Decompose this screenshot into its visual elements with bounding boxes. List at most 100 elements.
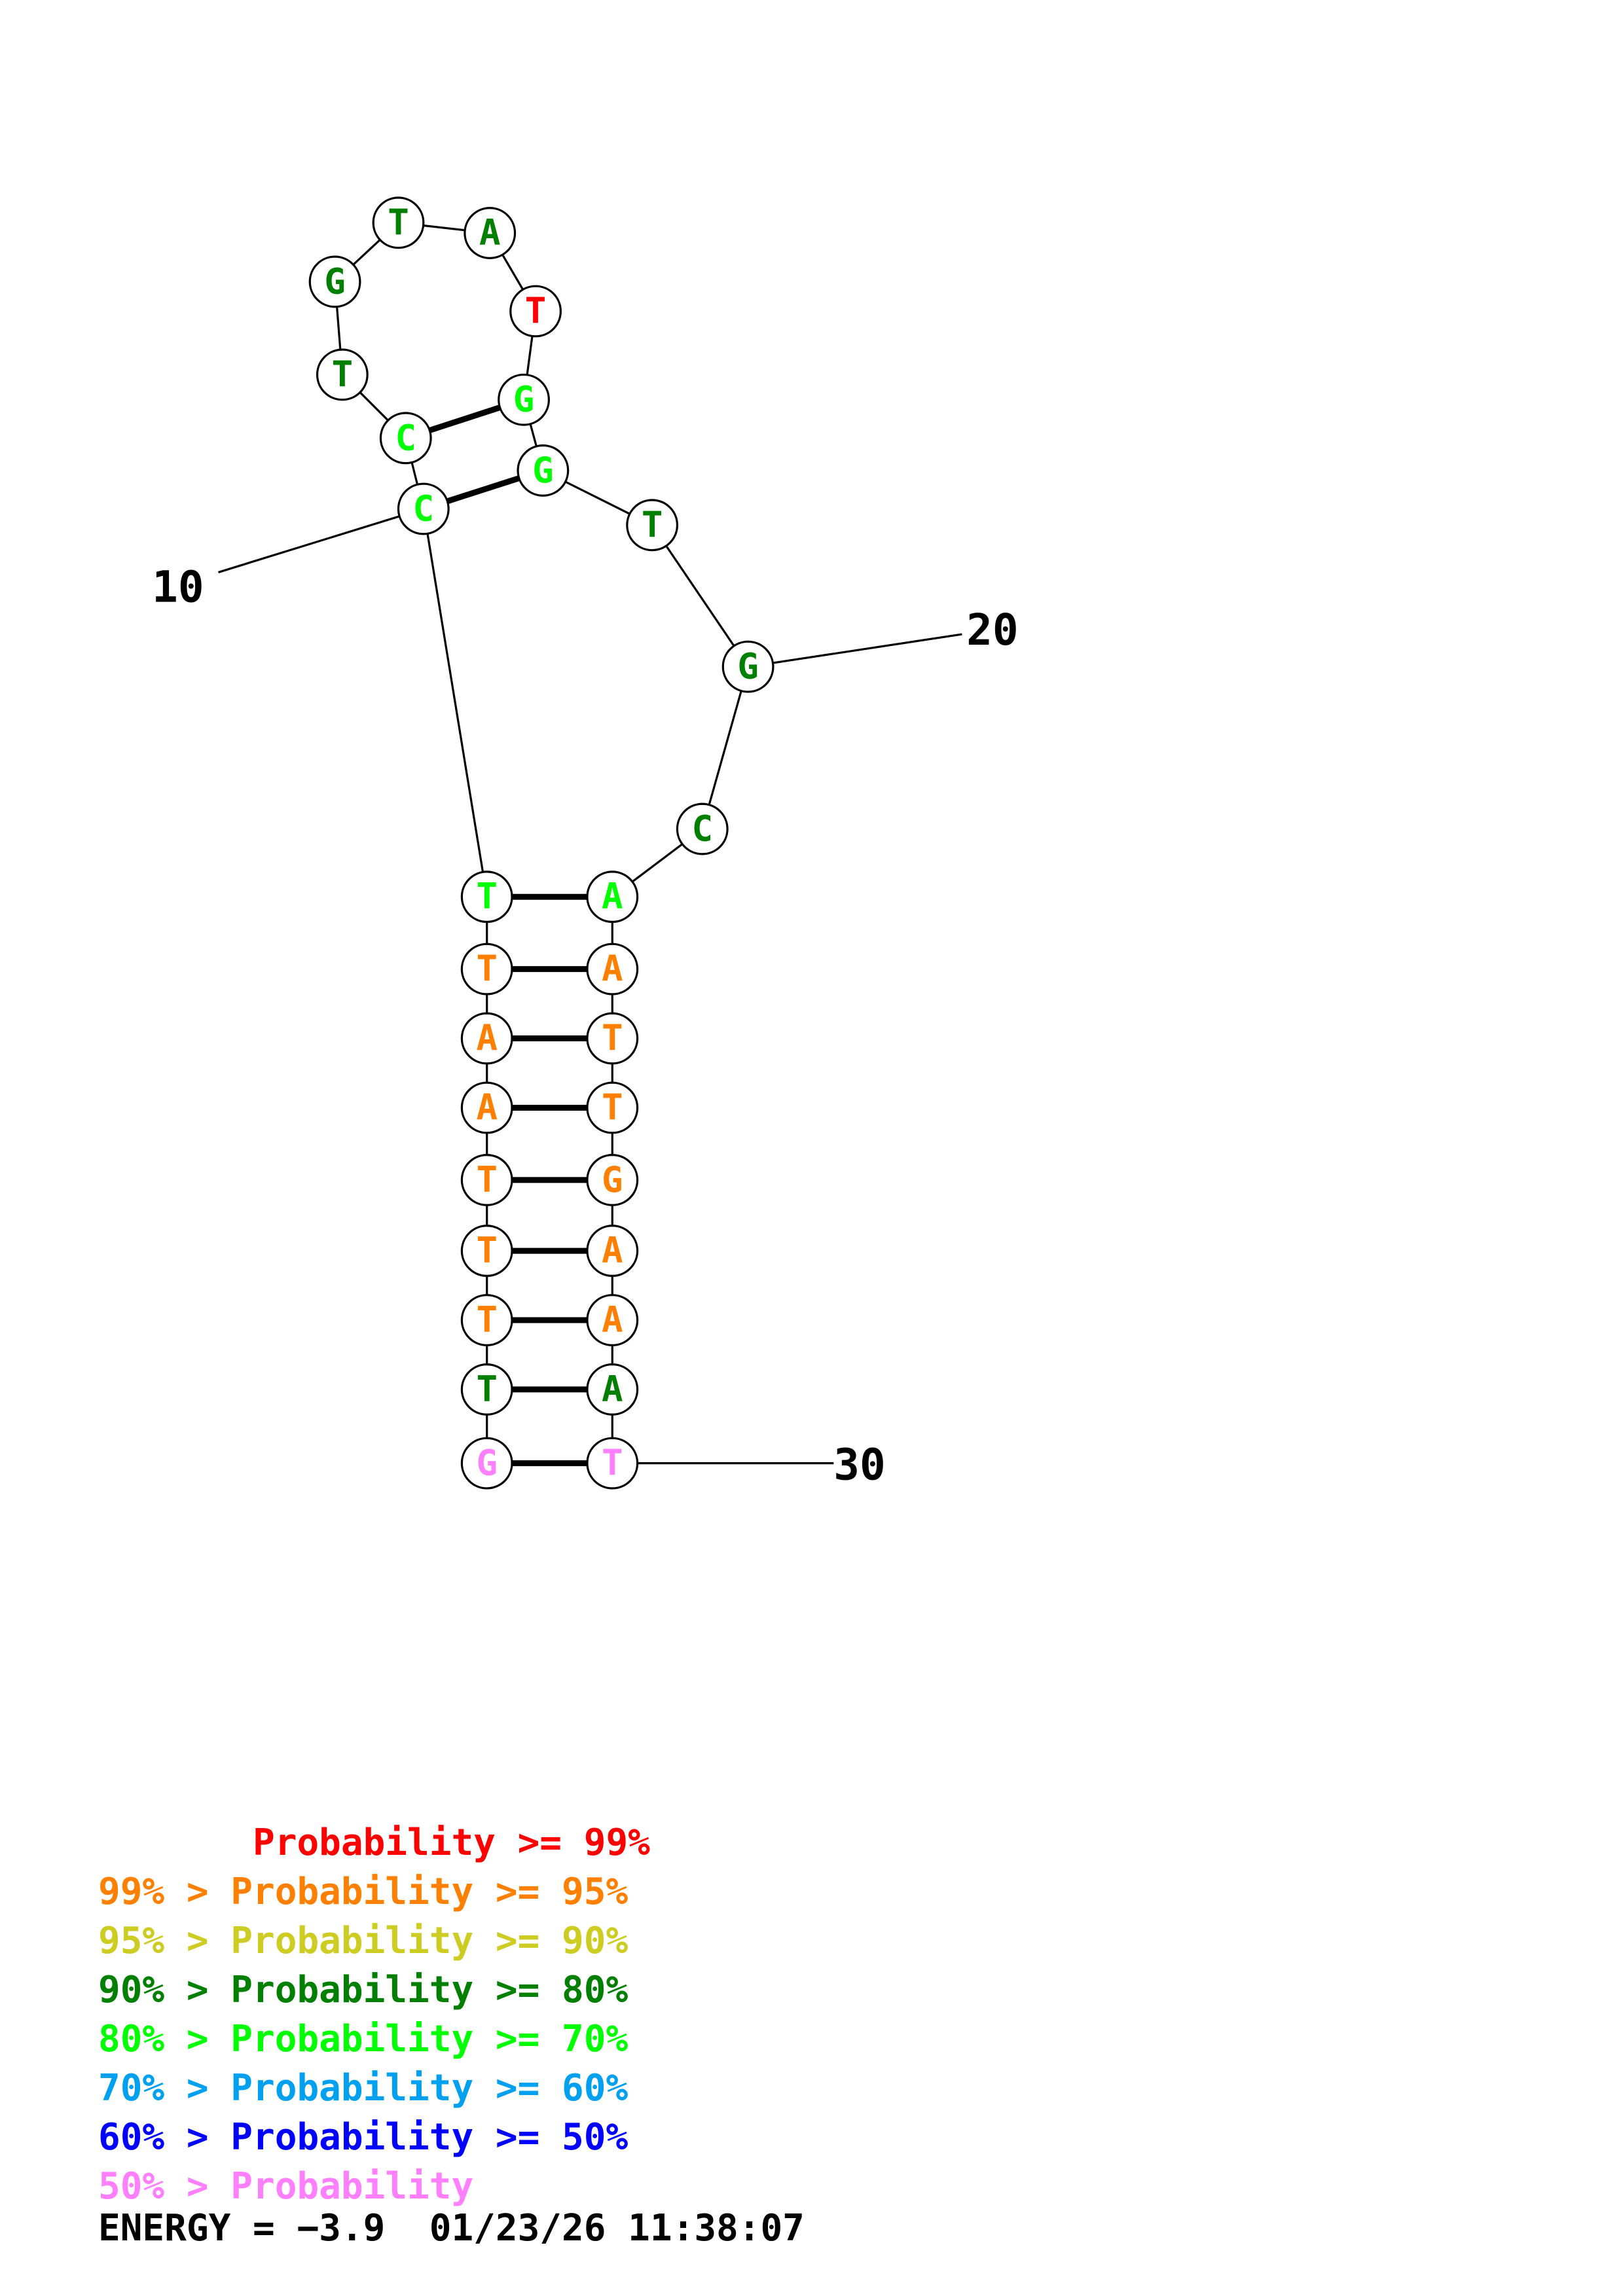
nucleotide-11: C (379, 412, 432, 465)
nucleotide-letter: G (513, 379, 535, 420)
index-label-30: 30 (833, 1439, 885, 1490)
legend-row: 60% > Probability >= 50% (98, 2113, 650, 2162)
legend-row: 90% > Probability >= 80% (98, 1965, 650, 2015)
nucleotide-1: G (460, 1437, 513, 1490)
nucleotide-letter: T (642, 504, 663, 545)
legend-text: Probability (230, 2165, 474, 2208)
base-pair-lines (428, 404, 587, 1467)
legend-prefix: 60% > (98, 2116, 231, 2159)
nucleotide-17: G (498, 373, 550, 426)
index-labels: 10 20 30 (152, 562, 1018, 1490)
nucleotide-circle (586, 1225, 639, 1277)
nucleotide-circle (509, 285, 562, 338)
nucleotide-letter: T (602, 1443, 623, 1484)
index-tick-line (748, 633, 962, 668)
nucleotide-circle (372, 196, 425, 249)
nucleotide-letter: G (476, 1443, 498, 1484)
nucleotide-28: A (586, 1294, 639, 1346)
nucleotide-circle (460, 1437, 513, 1490)
legend-prefix: 90% > (98, 1969, 231, 2011)
nucleotide-letter: G (602, 1159, 623, 1200)
nucleotide-13: G (308, 255, 361, 308)
index-label-20: 20 (966, 605, 1018, 655)
nucleotide-6: A (460, 1081, 513, 1134)
timestamp: 01/23/26 11:38:07 (429, 2207, 805, 2250)
nucleotide-circle (397, 482, 450, 535)
legend-prefix: 80% > (98, 2018, 231, 2060)
nucleotide-circle (626, 499, 679, 552)
nucleotide-letter: T (476, 948, 498, 990)
nucleotide-circle (676, 802, 729, 855)
nucleotide-4: T (460, 1225, 513, 1277)
legend-row: 99% > Probability >= 95% (98, 1867, 650, 1916)
legend-text: Probability >= 99% (253, 1821, 650, 1864)
nucleotide-letter: A (602, 1369, 623, 1410)
nucleotide-letter: T (476, 1299, 498, 1340)
nucleotide-12: T (316, 348, 369, 401)
legend-text: Probability >= 95% (230, 1871, 629, 1913)
nucleotide-letter: T (602, 1086, 623, 1128)
nucleotide-25: T (586, 1081, 639, 1134)
nucleotide-letter: A (602, 1230, 623, 1271)
index-tick-line (218, 507, 424, 573)
nucleotide-circle (316, 348, 369, 401)
nucleotide-circle (586, 1437, 639, 1490)
legend-text: Probability >= 50% (230, 2116, 629, 2159)
energy-label: ENERGY = (98, 2207, 297, 2250)
nucleotide-letter: A (602, 876, 623, 917)
probability-legend: Probability >= 99%99% > Probability >= 9… (98, 1818, 650, 2211)
nucleotide-letter: A (602, 1299, 623, 1340)
nucleotide-letter: T (476, 1369, 498, 1410)
nucleotide-14: T (372, 196, 425, 249)
nucleotide-circle (460, 1363, 513, 1416)
nucleotide-circle (586, 942, 639, 996)
nucleotide-circle (308, 255, 361, 308)
nucleotide-circle (464, 207, 517, 259)
legend-text: Probability >= 80% (230, 1969, 629, 2011)
nucleotide-letter: G (324, 260, 346, 302)
nucleotide-21: C (676, 802, 729, 855)
nucleotide-letter: C (691, 808, 713, 850)
legend-text: Probability >= 70% (230, 2018, 629, 2060)
nucleotide-letter: A (602, 948, 623, 990)
nucleotide-30: T (586, 1437, 639, 1490)
nucleotide-18: G (517, 444, 570, 497)
legend-row: 80% > Probability >= 70% (98, 2015, 650, 2064)
nucleotide-10: C (397, 482, 450, 535)
nucleotide-3: T (460, 1294, 513, 1346)
footer-spacer (385, 2207, 429, 2250)
legend-row: 70% > Probability >= 60% (98, 2064, 650, 2113)
nucleotide-letter: T (525, 291, 547, 332)
nucleotide-circle (586, 1153, 639, 1206)
legend-text: Probability >= 60% (230, 2067, 629, 2109)
nucleotide-circle (460, 1225, 513, 1277)
nucleotide-26: G (586, 1153, 639, 1206)
nucleotide-15: A (464, 207, 517, 259)
nucleotide-letter: T (602, 1018, 623, 1059)
nucleotide-circle (721, 640, 775, 693)
nucleotide-circle (586, 1363, 639, 1416)
backbone-segment (651, 524, 749, 668)
nucleotide-circle (517, 444, 570, 497)
legend-row: 95% > Probability >= 90% (98, 1916, 650, 1965)
nucleotide-circle (460, 1012, 513, 1065)
nucleotide-letter: G (737, 646, 759, 687)
nucleotide-letter: G (532, 450, 554, 491)
nucleotide-letter: T (476, 1230, 498, 1271)
nucleotide-letter: T (332, 353, 354, 395)
legend-prefix: 50% > (98, 2165, 231, 2208)
base-pair-line (428, 404, 501, 433)
nucleotide-19: T (626, 499, 679, 552)
legend-prefix: 70% > (98, 2067, 231, 2109)
backbone-segment (422, 509, 488, 897)
index-label-10: 10 (152, 562, 204, 612)
legend-prefix: 99% > (98, 1871, 231, 1913)
legend-prefix (98, 1821, 253, 1864)
energy-footer: ENERGY = −3.9 01/23/26 11:38:07 (98, 2207, 805, 2250)
nucleotide-circle (460, 942, 513, 996)
nucleotide-24: T (586, 1012, 639, 1065)
nucleotide-circle (498, 373, 550, 426)
nucleotide-letter: C (395, 417, 416, 458)
